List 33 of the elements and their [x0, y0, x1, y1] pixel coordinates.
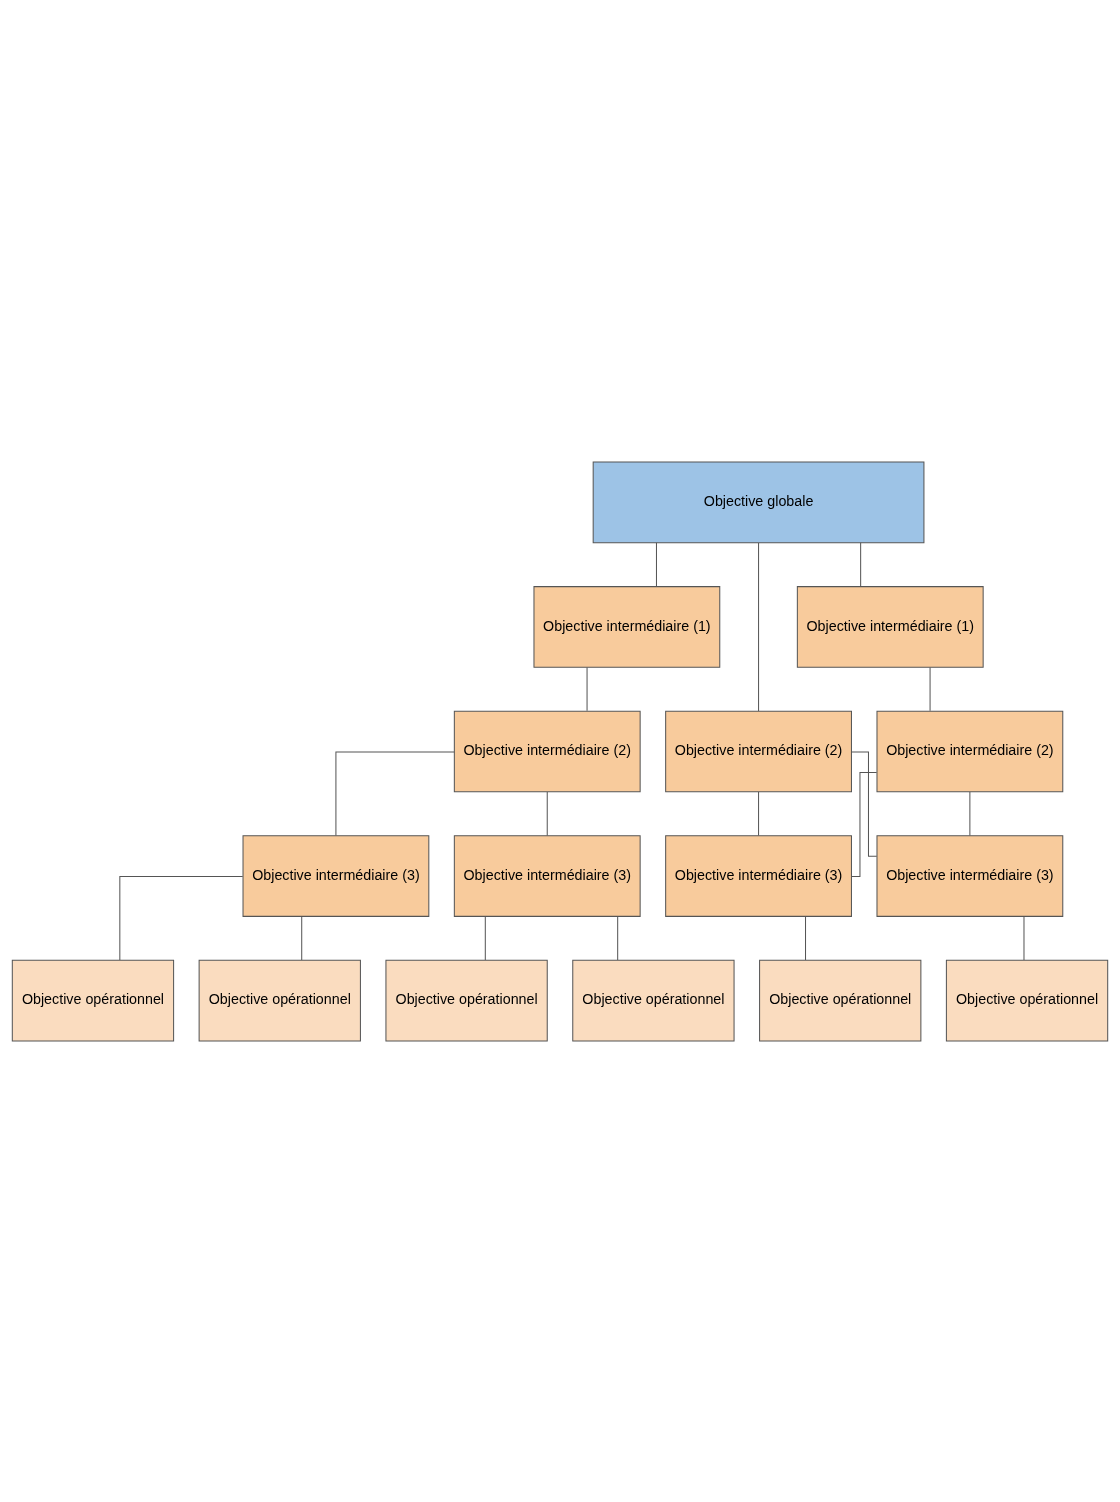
connector — [119, 875, 244, 960]
node-box: Objective opérationnel — [759, 959, 922, 1041]
connector — [860, 541, 862, 587]
connector — [586, 666, 588, 711]
connector — [617, 915, 619, 960]
node-box: Objective opérationnel — [945, 959, 1109, 1041]
connector — [335, 751, 455, 836]
connector — [1023, 915, 1025, 960]
connector — [758, 790, 760, 836]
connector — [301, 915, 303, 960]
connector — [805, 915, 807, 960]
node-box: Objective opérationnel — [11, 959, 175, 1041]
node-box: Objective globale — [592, 461, 925, 543]
connector — [969, 790, 971, 836]
node-box: Objective opérationnel — [572, 959, 735, 1041]
connector — [851, 751, 878, 857]
node-box: Objective intermédiaire (1) — [533, 585, 721, 668]
node-box: Objective intermédiaire (3) — [876, 834, 1064, 917]
connector — [484, 915, 486, 960]
connector — [758, 542, 760, 711]
connector — [655, 541, 657, 587]
node-box: Objective intermédiaire (2) — [876, 710, 1064, 792]
node-box: Objective intermédiaire (1) — [796, 585, 984, 668]
connector — [546, 790, 548, 836]
node-box: Objective intermédiaire (3) — [453, 834, 641, 917]
node-box: Objective intermédiaire (2) — [665, 710, 852, 792]
node-box: Objective intermédiaire (3) — [665, 834, 852, 917]
node-box: Objective intermédiaire (2) — [453, 710, 641, 792]
node-box: Objective intermédiaire (3) — [242, 834, 430, 917]
connector — [851, 771, 878, 877]
connector — [929, 666, 931, 711]
node-box: Objective opérationnel — [198, 959, 361, 1041]
node-box: Objective opérationnel — [385, 959, 548, 1041]
